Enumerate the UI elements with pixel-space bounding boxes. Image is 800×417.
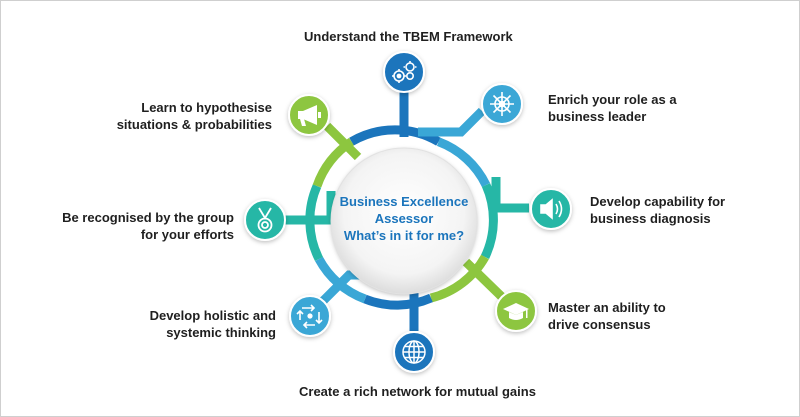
benefit-label-hypothesise: Learn to hypothesise situations & probab…: [116, 100, 272, 132]
ring-segment-top: [349, 125, 441, 146]
center-title-line-1: Business Excellence: [339, 194, 469, 209]
center-title: Business Excellence Assessor What’s in i…: [332, 193, 476, 244]
globe-icon: [393, 331, 435, 373]
benefit-label-develop-capability: Develop capability for business diagnosi…: [590, 194, 726, 226]
connector-bottom-right: [462, 258, 506, 301]
benefit-label-understand-tbem: Understand the TBEM Framework: [304, 29, 513, 44]
gears-icon: [383, 51, 425, 93]
ring-segment-right: [480, 183, 498, 259]
ring-segment-bottom: [363, 293, 433, 310]
benefit-label-enrich-role: Enrich your role as a business leader: [548, 92, 677, 124]
center-title-line-3: What’s in it for me?: [343, 228, 465, 243]
center-hub: [331, 148, 477, 294]
benefit-label-recognised: Be recognised by the group for your effo…: [62, 210, 234, 242]
megaphone-icon: [288, 94, 330, 136]
speaker-icon: [530, 188, 572, 230]
connector-top-left: [323, 122, 362, 161]
connector-top-right: [418, 107, 486, 137]
medal-icon: [244, 199, 286, 241]
connector-right: [491, 177, 529, 213]
ship-wheel-icon: [481, 83, 523, 125]
graduation-cap-icon: [495, 290, 537, 332]
benefit-label-rich-network: Create a rich network for mutual gains: [299, 384, 536, 399]
cycle-arrows-icon: [289, 295, 331, 337]
ring-segment-bottom-right: [429, 254, 489, 303]
center-title-line-2: Assessor: [374, 211, 434, 226]
benefit-label-holistic-thinking: Develop holistic and systemic thinking: [149, 308, 276, 340]
benefit-label-master-consensus: Master an ability to drive consensus: [548, 300, 666, 332]
ring-segment-top-right: [436, 137, 491, 188]
